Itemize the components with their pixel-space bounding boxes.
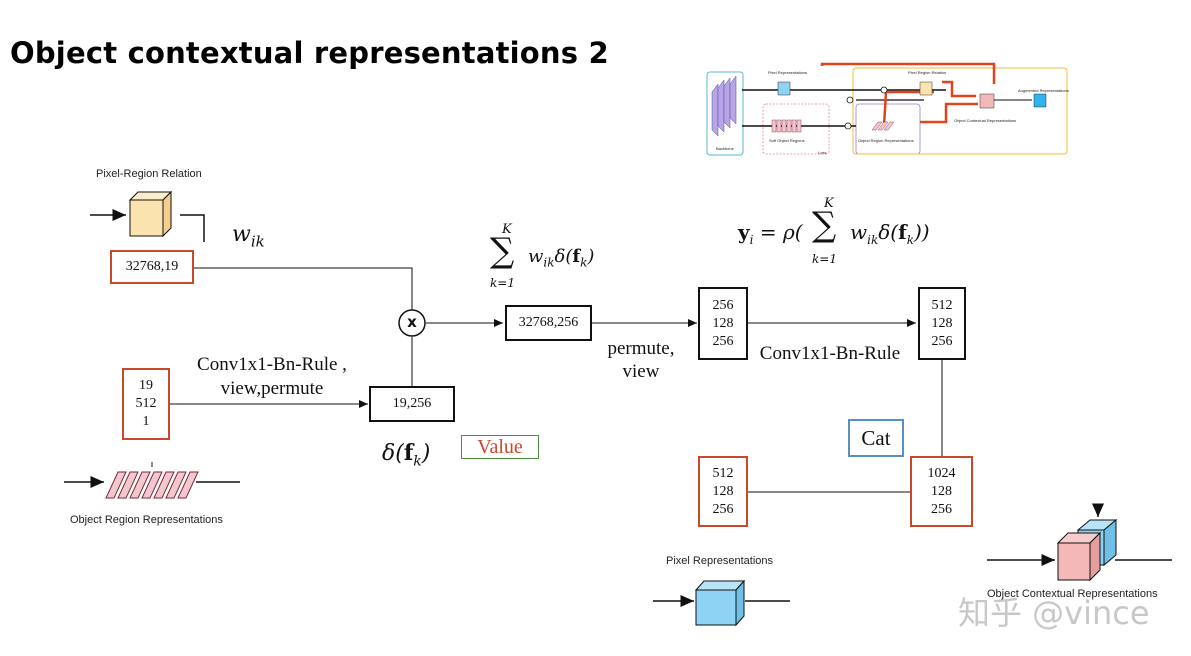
pixel-repr-dim-0: 512 [712,465,734,481]
mini-ocr-label: Object Contextual Representations [954,118,1016,123]
object-region-slices [64,462,240,499]
overview-diagram: Pixel Representations Pixel Region Relat… [706,62,1069,156]
pixel-repr-caption: Pixel Representations [666,555,774,567]
mini-loss-label: Loss [818,150,826,155]
object-region-shape-box: 19 512 1 [122,368,170,440]
conv-view-permute-label-line1: Conv1x1-Bn-Rule , [197,354,347,375]
permute-view-label-line2: view [622,361,660,382]
output-expression: yi = ρ( K ∑ k=1 wikδ(fk)) [738,196,930,266]
mini-pixel-repr-label: Pixel Representations [768,70,807,75]
conv-view-permute-label-line2: view,permute [220,378,324,399]
pixel-repr-dim-1: 128 [712,483,734,499]
concat-dim-0: 1024 [927,465,956,481]
object-shape-dim-2: 1 [142,414,150,429]
multiply-circle [398,309,426,337]
conv-out-dim-2: 256 [931,333,953,349]
permuted-dim-1: 128 [712,315,734,331]
relation-shape-box: 32768,19 [110,250,194,284]
mini-object-region-label: Object Region Representations [858,138,914,143]
mini-pixel-region-label: Pixel Region Relation [908,70,946,75]
object-shape-dim-1: 512 [135,396,157,411]
relation-to-multiply-line [194,267,413,311]
conv-out-dim-0: 512 [931,297,953,313]
permuted-dim-0: 256 [712,297,734,313]
ocr-caption: Object Contextual Representations [987,588,1158,600]
slide-title: Object contextual representations 2 [10,36,609,70]
object-region-caption: Object Region Representations [70,514,223,526]
pixel-repr-cube [653,579,790,627]
concat-shape-box: 1024 128 256 [910,456,973,527]
ocr-cube [987,503,1172,582]
ocr-frame [852,67,1068,155]
watermark: 知乎 @vince [958,594,1150,632]
value-tag: Value [461,435,539,459]
w-ik-symbol: wik [232,222,265,251]
permuted-dim-2: 256 [712,333,734,349]
product-shape-box: 32768,256 [505,305,592,341]
sum-expression: K ∑ k=1 wikδ(fk) [490,222,595,290]
conv-label: Conv1x1-Bn-Rule [759,343,901,364]
concat-dim-1: 128 [931,483,952,499]
relation-cube [128,190,173,238]
delta-expression: δ(fk) [382,440,431,470]
concat-dim-2: 256 [931,501,952,517]
mini-augmented-label: Augmented Representations [1018,88,1069,93]
cat-tag: Cat [848,419,904,457]
conv-out-dim-1: 128 [931,315,953,331]
relation-bracket [180,214,205,242]
relation-caption: Pixel-Region Relation [96,168,202,180]
mini-backbone-label: Backbone [716,146,735,151]
permuted-shape-box: 256 128 256 [698,287,748,360]
backbone-layers [711,75,737,137]
multiply-symbol: x [407,313,417,331]
product-shape: 32768,256 [518,315,579,330]
object-shape-dim-0: 19 [139,378,153,393]
conv-out-shape-box: 512 128 256 [918,287,966,360]
pixel-repr-shape-box: 512 128 256 [698,456,748,527]
value-shape: 19,256 [392,396,432,411]
relation-shape: 32768,19 [125,259,179,274]
backbone-frame [706,71,744,156]
permute-view-label-line1: permute, [607,338,675,359]
mini-soft-object-label: Soft Object Regions [769,138,805,143]
value-shape-box: 19,256 [369,386,455,422]
soft-region-frame [762,103,830,155]
pixel-repr-dim-2: 256 [712,501,734,517]
